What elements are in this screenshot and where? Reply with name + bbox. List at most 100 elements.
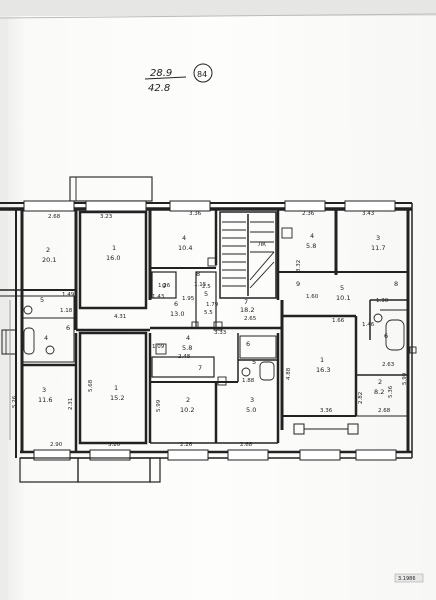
dim-1.79: 1.79 (206, 302, 219, 308)
dim-2.48: 2.48 (178, 354, 191, 360)
header-circle-number: 84 (197, 70, 207, 79)
room-area: 15.2 (110, 394, 124, 402)
room-area: 13.0 (170, 310, 184, 318)
dim-5.5: 5.5 (204, 310, 213, 316)
dim-2.26: 2.26 (180, 442, 193, 448)
room-number: 4 (186, 334, 190, 342)
room-number: 2 (378, 378, 382, 386)
room-number: 6 (246, 340, 250, 348)
dim-2.5: 2.5 (202, 284, 211, 290)
room-area: 5.8 (306, 242, 316, 250)
dim-1.09: 1.09 (152, 344, 165, 350)
dim-3.36: 3.36 (189, 211, 202, 217)
room-number: 9 (162, 282, 166, 290)
dim-5.99-b: 5.99 (402, 372, 408, 385)
room-number: 4 (310, 232, 314, 240)
dim-2.90: 2.90 (50, 442, 63, 448)
dim-4.88: 4.88 (286, 367, 292, 380)
bottom-extensions (19, 457, 161, 483)
dim-2.31: 2.31 (68, 398, 74, 410)
room-labels: 2 20.1 1 16.0 4 10.4 4 5.8 3 11.7 6 13.0… (38, 232, 398, 414)
room-number: 3 (42, 386, 46, 394)
dim-1.60: 1.60 (306, 294, 319, 300)
header-denominator: 42.8 (148, 83, 170, 94)
interior-walls (21, 209, 408, 452)
dim-5.26: 5.26 (12, 395, 18, 408)
room-number: 9 (296, 280, 300, 288)
right-pipes (293, 423, 359, 435)
dim-2.65: 2.65 (244, 316, 257, 322)
dim-1.66: 1.66 (332, 318, 345, 324)
room-number: 7 (198, 364, 202, 372)
fixtures (23, 227, 417, 386)
room-area: 10.2 (180, 406, 194, 414)
dim-1.43: 1.43 (152, 294, 165, 300)
room-number: 6 (66, 324, 70, 332)
dim-3.33: 3.33 (214, 330, 227, 336)
room-number: 7 (244, 298, 248, 306)
room-number: 8 (196, 270, 200, 278)
window-marks (23, 200, 397, 461)
left-edge-rooms (0, 289, 22, 355)
room-number: 1 (320, 356, 324, 364)
dim-1.30: 1.30 (376, 298, 389, 304)
room-number: 4 (182, 234, 186, 242)
dim-5.36: 5.36 (388, 385, 394, 398)
dim-2.68-c: 2.68 (378, 408, 391, 414)
room-number: 2 (46, 246, 50, 254)
dim-3.23: 3.23 (100, 214, 113, 220)
room-area: 10.1 (336, 294, 350, 302)
footer-stamp: 3.1986 (398, 576, 416, 582)
room-number: 5 (340, 284, 344, 292)
dimension-labels: 2.68 3.23 3.36 2.36 3.43 2.90 3.20 2.26 … (12, 211, 408, 448)
dim-1.88: 1.88 (242, 378, 255, 384)
balcony (69, 176, 153, 202)
header-fraction: 28.9 42.8 84 (144, 63, 213, 94)
dim-1.15: 1.15 (194, 282, 207, 288)
room-number: 8 (394, 280, 398, 288)
dim-5.68: 5.68 (88, 379, 94, 392)
room-area: 20.1 (42, 256, 56, 264)
room-area: 18.2 (240, 306, 254, 314)
room-number: 3 (250, 396, 254, 404)
header-fraction-line (144, 76, 187, 80)
dim-1.49: 1.49 (62, 292, 75, 298)
room-number: 1 (114, 384, 118, 392)
room-area: 11.7 (371, 244, 385, 252)
stair-mark: ЛК (258, 242, 266, 248)
dim-1.46: 1.46 (362, 322, 375, 328)
dim-5.99: 5.99 (156, 399, 162, 412)
header-circle (193, 63, 213, 83)
dim-2.82: 2.82 (358, 392, 364, 404)
scan-crease (0, 13, 436, 19)
room-number: 5 (40, 296, 44, 304)
room-number: 5 (204, 290, 208, 298)
room-number: 3 (376, 234, 380, 242)
room-number: 1 (112, 244, 116, 252)
dim-3.36-b: 3.36 (320, 408, 333, 414)
staircase (219, 211, 277, 299)
room-number: 6 (174, 300, 178, 308)
room-area: 5.8 (182, 344, 192, 352)
room-number: 4 (44, 334, 48, 342)
room-number: 5 (252, 358, 256, 366)
dim-3.43: 3.43 (362, 211, 375, 217)
dim-1.26: 1.26 (158, 283, 171, 289)
dim-1.18: 1.18 (60, 308, 73, 314)
header-numerator: 28.9 (150, 68, 172, 79)
room-number: 6 (384, 332, 388, 340)
room-area: 16.3 (316, 366, 330, 374)
room-area: 16.0 (106, 254, 120, 262)
dim-2.68: 2.68 (48, 214, 61, 220)
outer-walls (0, 202, 413, 459)
scan-left-edge (0, 16, 8, 600)
room-area: 5.0 (246, 406, 256, 414)
room-area: 11.6 (38, 396, 52, 404)
dim-2.36: 2.36 (302, 211, 315, 217)
room-number: 2 (186, 396, 190, 404)
scan-top-edge (0, 0, 436, 16)
footer-stamp-box (394, 573, 424, 583)
dim-2.63: 2.63 (382, 362, 395, 368)
